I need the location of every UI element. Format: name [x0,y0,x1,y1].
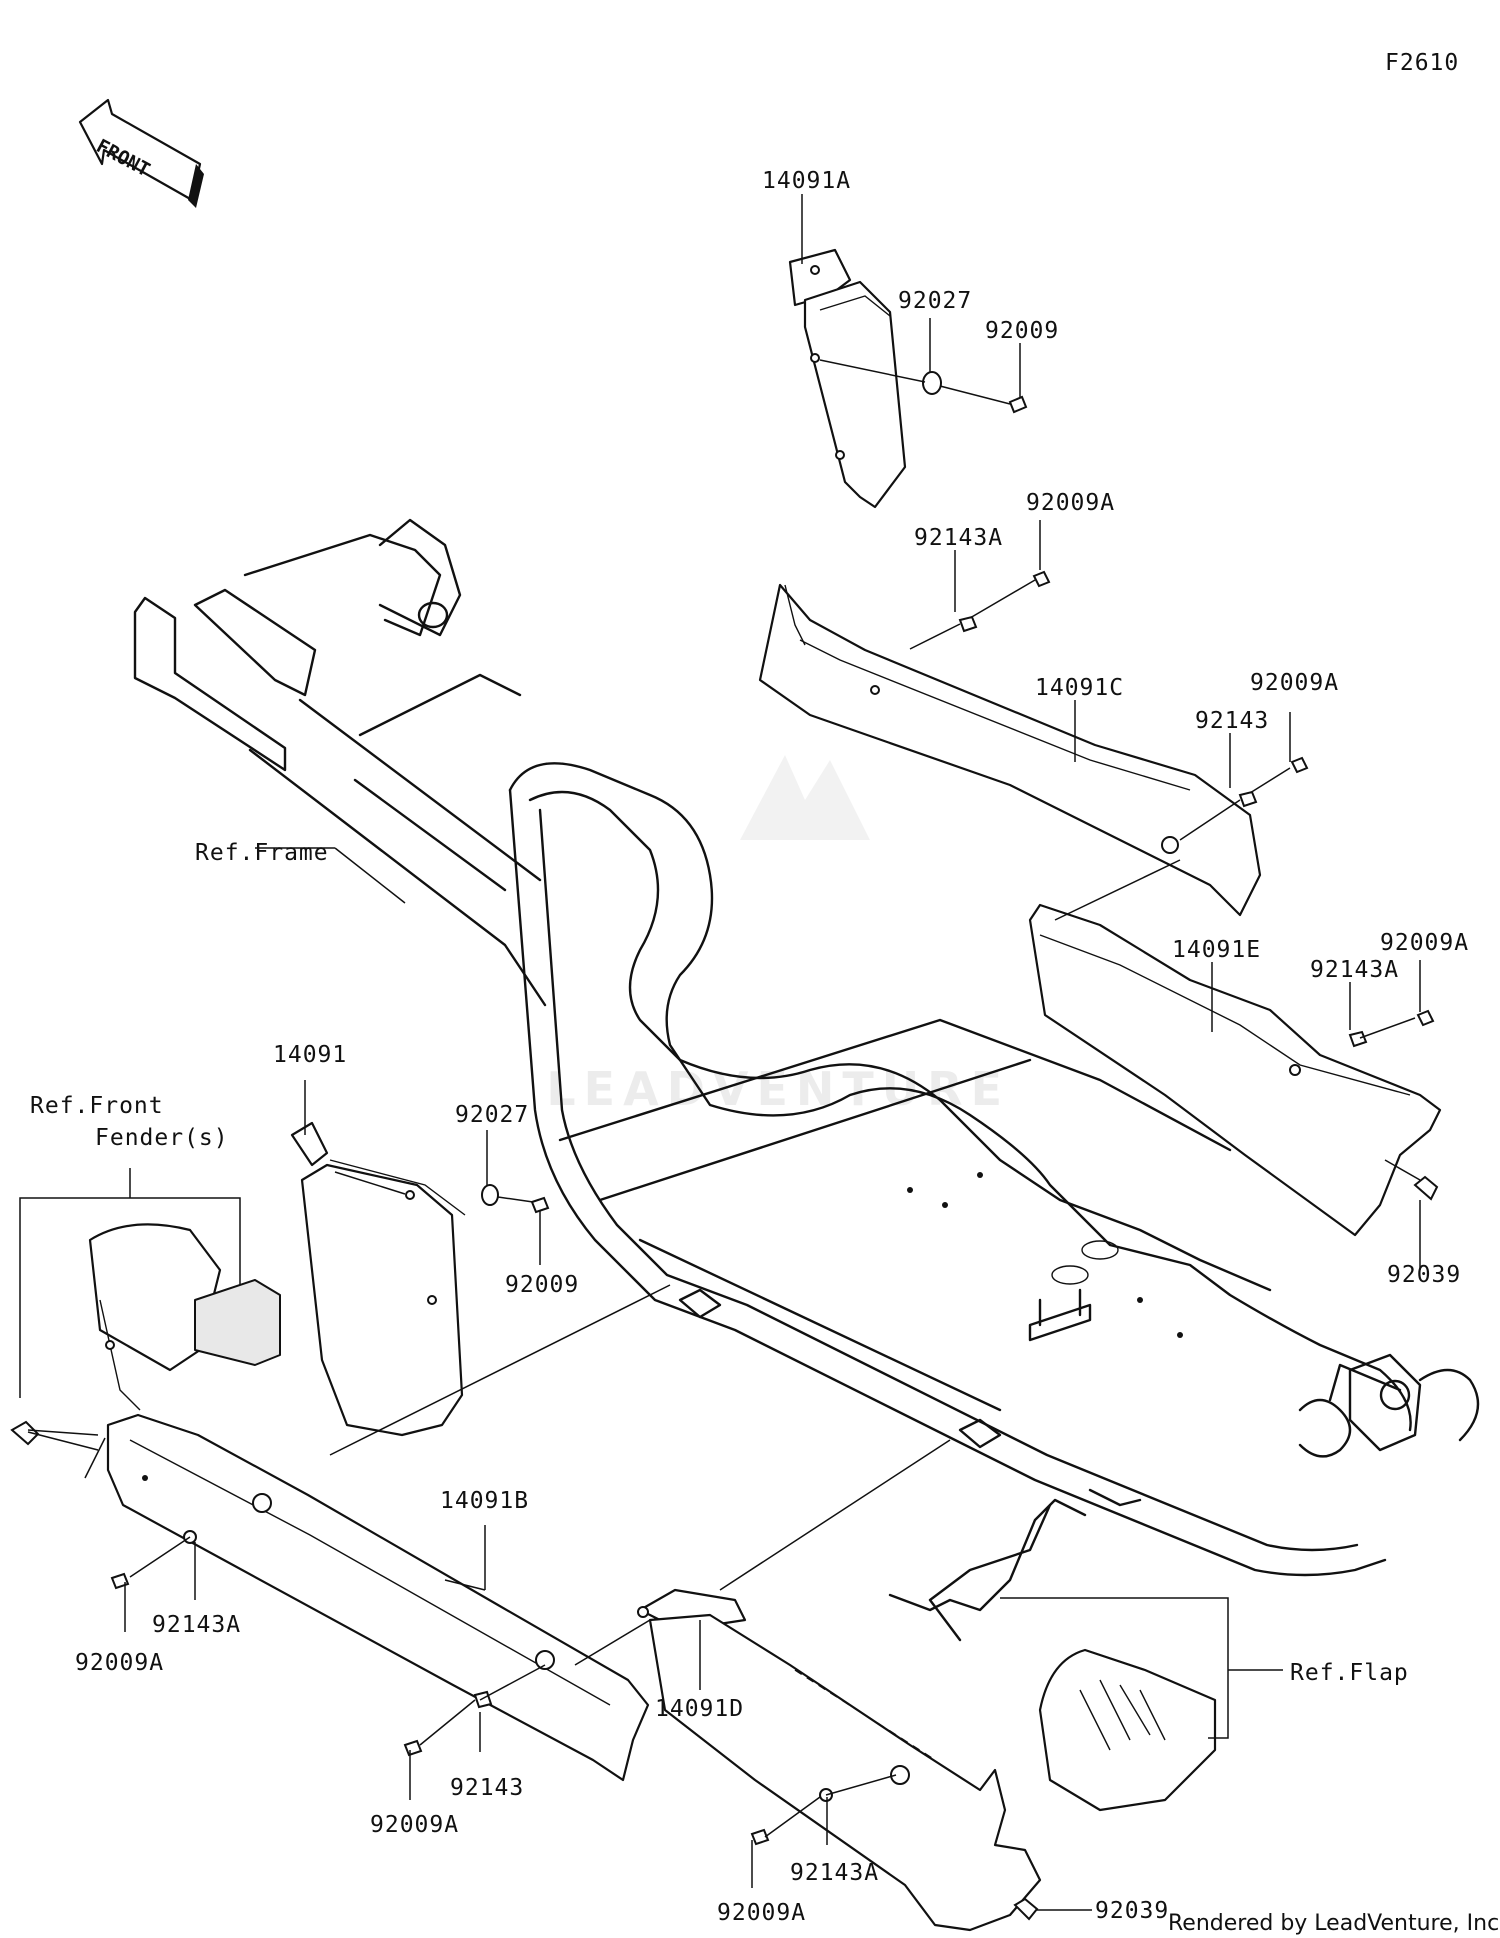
part-14091[interactable] [290,1121,466,1437]
callout-92039-bottom[interactable]: 92039 [1095,1898,1169,1924]
callout-92143A-2[interactable]: 92143A [1310,957,1399,983]
washer-92027-mid[interactable] [481,1184,499,1206]
ref-front-fender-label-2[interactable]: Fender(s) [95,1125,229,1151]
bolt-92009A-4[interactable] [110,1572,130,1590]
nut-92143-2[interactable] [473,1690,493,1709]
callout-92143-1[interactable]: 92143 [1195,708,1269,734]
callout-92009A-3[interactable]: 92009A [1380,930,1469,956]
clip-92039-right[interactable] [1413,1175,1439,1201]
part-14091B[interactable] [106,1413,650,1782]
render-credit: Rendered by LeadVenture, Inc. [1168,1911,1500,1936]
ref-flap-label[interactable]: Ref.Flap [1290,1660,1409,1686]
callout-92009-mid[interactable]: 92009 [505,1272,579,1298]
part-14091C[interactable] [758,583,1262,917]
callout-14091D[interactable]: 14091D [655,1696,744,1722]
callout-92143A-4[interactable]: 92143A [790,1860,879,1886]
callout-14091B[interactable]: 14091B [440,1488,529,1514]
washer-92027-top[interactable] [922,371,942,395]
callout-92027-mid[interactable]: 92027 [455,1102,529,1128]
figure-id: F2610 [1385,50,1459,76]
callout-14091A[interactable]: 14091A [762,168,851,194]
callout-92143A-1[interactable]: 92143A [914,525,1003,551]
bolt-92009A-3[interactable] [1416,1009,1435,1027]
ref-front-fender-label-1[interactable]: Ref.Front [30,1093,164,1119]
watermark: LEADVENTURE [546,755,1002,1116]
part-14091E[interactable] [1028,903,1442,1237]
callout-14091[interactable]: 14091 [273,1042,347,1068]
bolt-92009-mid[interactable] [530,1196,550,1214]
bolt-92009A-2[interactable] [1290,756,1309,774]
clip-92039-bottom[interactable] [1013,1897,1039,1921]
callout-92009-top[interactable]: 92009 [985,318,1059,344]
part-14091A[interactable] [788,248,907,509]
bolt-92009A-5[interactable] [403,1739,423,1757]
callout-92009A-4[interactable]: 92009A [75,1650,164,1676]
bolt-92009A-6[interactable] [750,1828,770,1846]
bolt-92009-top[interactable] [1008,395,1028,414]
callout-92009A-5[interactable]: 92009A [370,1812,459,1838]
callout-92027-top[interactable]: 92027 [898,288,972,314]
hardware [10,371,1439,1921]
part-14091D[interactable] [637,1588,1042,1932]
callout-92009A-1[interactable]: 92009A [1026,490,1115,516]
vehicle-frame [133,518,1480,1577]
ref-frame-label[interactable]: Ref.Frame [195,840,329,866]
flap-ref-group [888,1498,1283,1812]
nut-92143A-1[interactable] [958,615,978,633]
callout-92143-2[interactable]: 92143 [450,1775,524,1801]
nut-92143-1[interactable] [1238,790,1258,808]
callout-92039-right[interactable]: 92039 [1387,1262,1461,1288]
leader-lines [27,194,1421,1911]
callout-92009A-2[interactable]: 92009A [1250,670,1339,696]
callout-92143A-3[interactable]: 92143A [152,1612,241,1638]
nut-92143A-2[interactable] [1348,1030,1368,1048]
bolt-92009A-1[interactable] [1032,570,1051,588]
callout-92009A-6[interactable]: 92009A [717,1900,806,1926]
callout-14091C[interactable]: 14091C [1035,675,1124,701]
callout-labels: 14091A 92027 92009 92009A 92143A 14091C … [30,168,1469,1926]
front-arrow-icon: FRONT [78,98,204,208]
callout-14091E[interactable]: 14091E [1172,937,1261,963]
front-fender-ref-group [19,1168,281,1411]
